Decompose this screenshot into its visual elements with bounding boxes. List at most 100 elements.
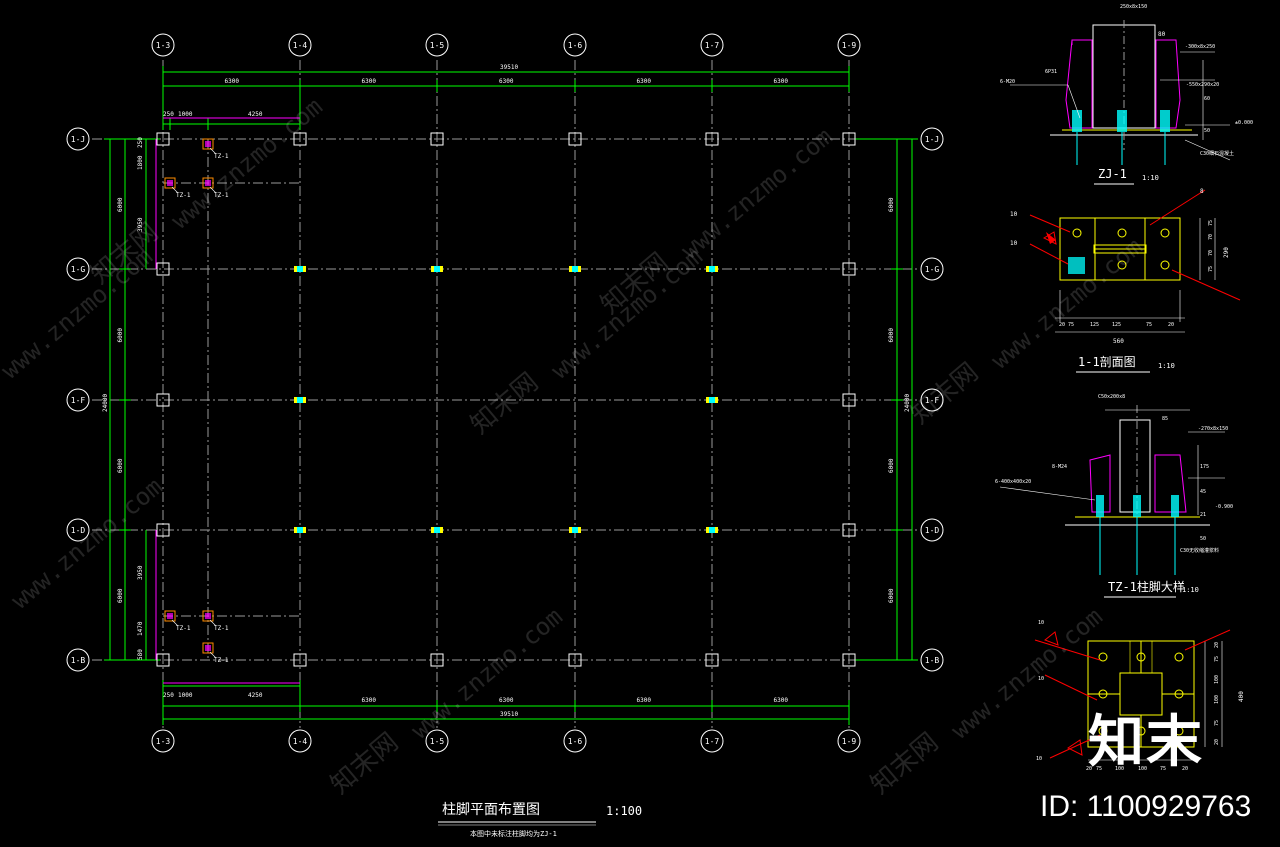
zj1-label-3: 6P31 [1045, 69, 1057, 75]
image-id-label: ID: 1100929763 [1040, 790, 1252, 823]
tz1-marker: TZ-1 [202, 138, 229, 160]
column-base-placeholder [293, 132, 307, 146]
dim-top-detail: 250 [163, 111, 174, 118]
axis-bubble-y: 1-F [920, 388, 944, 412]
plate-dim-bottom: 20 [1182, 766, 1188, 772]
tz1-marker: TZ-1 [202, 610, 229, 632]
tz1-marker: TZ-1 [164, 177, 191, 199]
axis-label-y: 1-B [925, 656, 940, 665]
column-base-zj1 [569, 266, 581, 272]
tz1-label-10: C30无收缩灌浆料 [1180, 547, 1219, 554]
axis-label-x: 1-3 [156, 41, 171, 50]
sec-dim-bottom: 125 [1112, 322, 1121, 328]
tz1-label-2: 85 [1162, 416, 1168, 422]
sec-dim-right: 70 [1208, 234, 1214, 240]
column-base-placeholder [430, 132, 444, 146]
axis-label-x: 1-4 [293, 41, 308, 50]
column-base-placeholder [842, 523, 856, 537]
axis-bubble-y: 1-B [920, 648, 944, 672]
axis-bubble-y: 1-D [66, 518, 90, 542]
sec-dim-bottom: 75 [1068, 322, 1074, 328]
dim-bottom-detail: 4250 [248, 692, 263, 699]
axis-bubble-x: 1-3 [151, 33, 175, 57]
zj1-label-9: C30细石混凝土 [1200, 150, 1234, 157]
dim-top-bay: 6300 [774, 78, 789, 85]
plan-title: 柱脚平面布置图 [442, 802, 540, 818]
dim-left-top-detail: 3950 [137, 217, 144, 232]
plate-dim-bottom: 20 [1086, 766, 1092, 772]
dim-bottom-bay: 6300 [362, 697, 377, 704]
tz1-title: TZ-1柱脚大样 [1108, 579, 1185, 594]
column-base-zj1 [294, 527, 306, 533]
axis-bubble-y: 1-J [66, 127, 90, 151]
brand-logo: 知末 [1088, 710, 1204, 775]
axis-bubble-x: 1-9 [837, 33, 861, 57]
axis-bubble-y: 1-D [920, 518, 944, 542]
tz1-label-6: 175 [1200, 464, 1209, 470]
plate-mark-1: 10 [1038, 676, 1044, 682]
zj1-label-5: -550x290x20 [1186, 82, 1219, 88]
tz1-label-7: 45 [1200, 489, 1206, 495]
section-title: 1-1剖面图 [1078, 355, 1136, 369]
zj1-label-6: 60 [1204, 96, 1210, 102]
column-base-zj1 [706, 527, 718, 533]
secondary-grid-lines [163, 139, 300, 660]
dim-bottom-bay: 6300 [499, 697, 514, 704]
dim-right-bay: 6000 [888, 328, 895, 343]
axis-label-y: 1-J [71, 135, 85, 144]
zj1-title: ZJ-1 [1098, 167, 1127, 181]
plate-dim-bottom: 100 [1115, 766, 1124, 772]
axis-bubble-y: 1-F [66, 388, 90, 412]
dim-left-bay: 6000 [117, 328, 124, 343]
column-base-zj1 [431, 527, 443, 533]
axis-bubble-x: 1-4 [288, 729, 312, 753]
plan-title-block: 柱脚平面布置图 1:100 本图中未标注柱脚均为ZJ-1 [438, 802, 642, 838]
sec-dim-bottom: 75 [1146, 322, 1152, 328]
axis-bubble-y: 1-G [66, 257, 90, 281]
axis-bubble-y: 1-B [66, 648, 90, 672]
column-base-placeholder [705, 653, 719, 667]
tz1-marker: TZ-1 [202, 177, 229, 199]
zj1-label-8: ±0.000 [1235, 120, 1253, 126]
column-base-zj1 [294, 266, 306, 272]
sec-dim-total: 560 [1113, 338, 1124, 345]
dim-left-bottom-detail: 580 [137, 649, 144, 660]
axis-bubble-x: 1-3 [151, 729, 175, 753]
tz1-label-1: -270x8x150 [1198, 426, 1228, 432]
column-base-placeholder [156, 262, 170, 276]
axis-label-x: 1-5 [430, 41, 445, 50]
axis-label-y: 1-F [925, 396, 940, 405]
tz1-label: TZ-1 [214, 625, 229, 632]
tz1-marker: TZ-1 [202, 642, 229, 664]
sec-mark-1: 10 [1010, 240, 1018, 247]
axis-bubble-x: 1-5 [425, 729, 449, 753]
dim-left-bottom-detail: 3950 [137, 565, 144, 580]
column-base-zj1 [431, 266, 443, 272]
dim-top-bay: 6300 [499, 78, 514, 85]
column-base-placeholder [568, 132, 582, 146]
column-base-placeholder [293, 653, 307, 667]
grid-lines [92, 60, 920, 728]
tz1-label-4: 6-400x400x20 [995, 479, 1031, 485]
plate-dim-right-total: 400 [1238, 691, 1245, 702]
sec-dim-bottom: 20 [1168, 322, 1174, 328]
dim-top-detail: 1000 [178, 111, 193, 118]
column-base-placeholder [568, 653, 582, 667]
axis-label-x: 1-9 [842, 737, 857, 746]
zj1-label-7: 50 [1204, 128, 1210, 134]
tz1-marker: TZ-1 [164, 610, 191, 632]
dim-top-bay: 6300 [362, 78, 377, 85]
dim-bottom-bay: 6300 [774, 697, 789, 704]
axis-label-y: 1-F [71, 396, 86, 405]
axis-label-x: 1-7 [705, 737, 720, 746]
detail-tz1: C50x200x8 -270x8x150 85 8-M24 6-400x400x… [995, 394, 1233, 598]
tz1-label-9: 50 [1200, 536, 1206, 542]
dim-top-bay: 6300 [637, 78, 652, 85]
tz1-scale: 1:10 [1182, 586, 1199, 594]
plate-dim-bottom: 75 [1160, 766, 1166, 772]
sec-dim-right: 75 [1208, 266, 1214, 272]
axis-bubble-x: 1-5 [425, 33, 449, 57]
column-base-zj1 [706, 397, 718, 403]
